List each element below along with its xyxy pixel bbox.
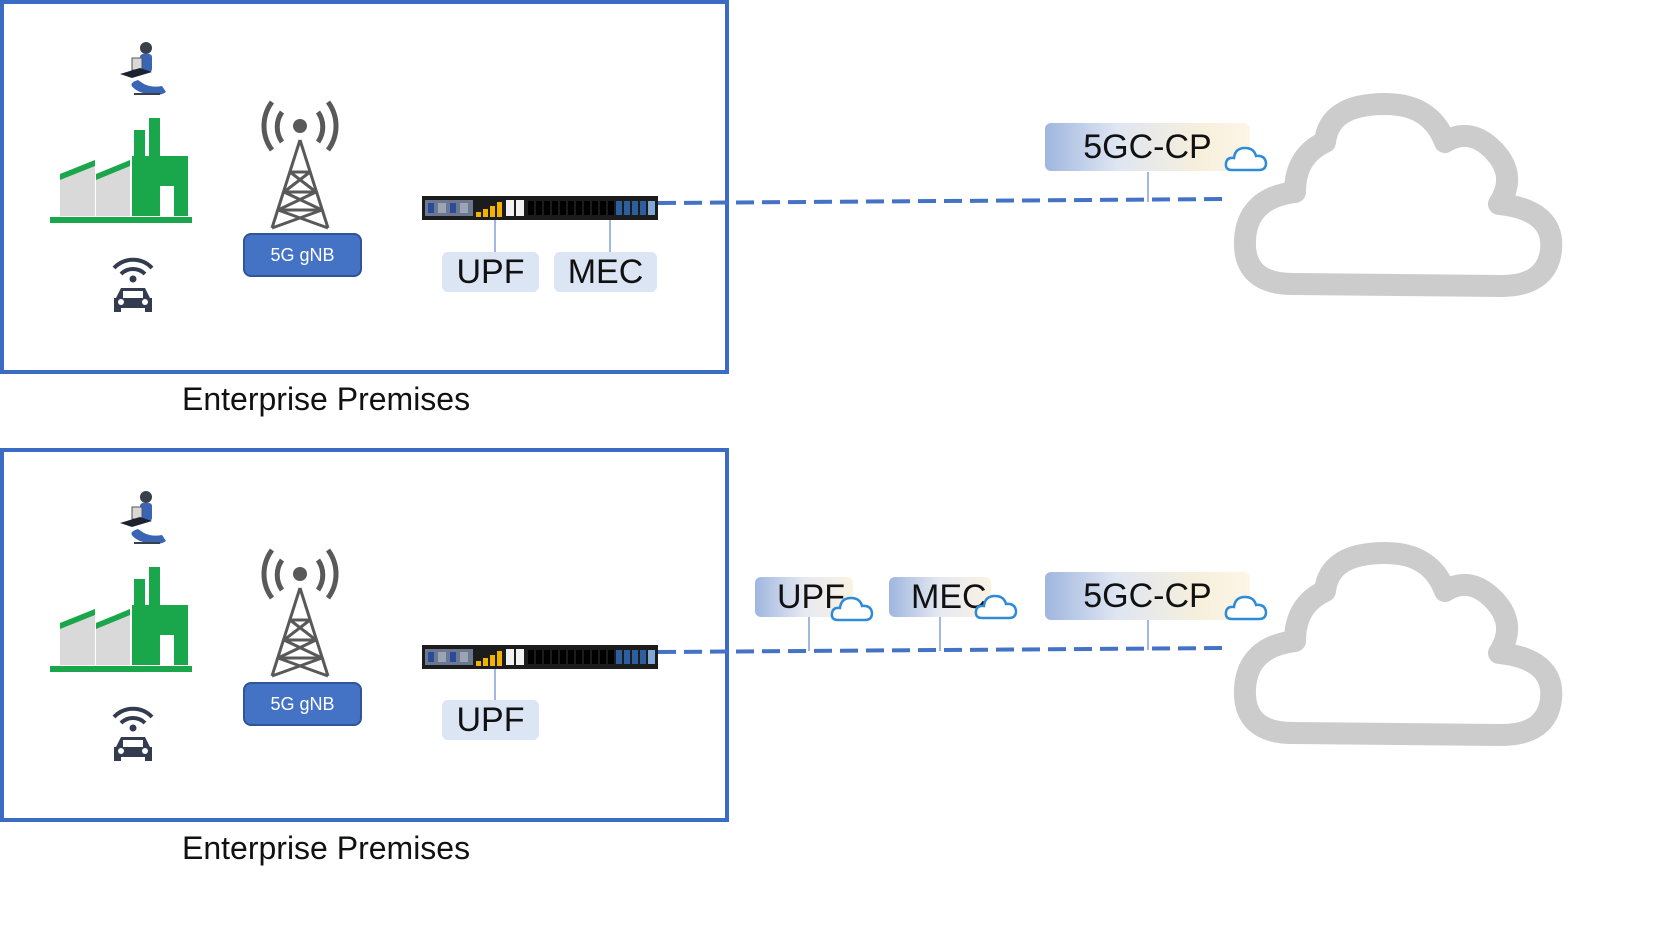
cloud-5gc-cp-label-1: 5GC-CP	[1083, 127, 1212, 166]
cloud-5gc-cp-2: 5GC-CP	[1045, 572, 1250, 620]
gnb-label-box-2: 5G gNB	[243, 682, 362, 726]
person-on-laptop-icon	[120, 491, 166, 544]
cloud-5gc-cp-label-2: 5GC-CP	[1083, 576, 1212, 615]
factory-icon	[50, 118, 192, 223]
cloud-icon	[1233, 542, 1563, 746]
premises-label-2: Enterprise Premises	[182, 830, 471, 866]
cloud-upf-2: UPF	[755, 577, 853, 617]
cloud-mec-label-2: MEC	[911, 577, 987, 616]
server-appliance-icon	[422, 645, 658, 669]
onprem-upf-2: UPF	[442, 700, 539, 740]
mini-cloud-icon	[1224, 595, 1268, 621]
connected-car-icon	[112, 706, 154, 761]
person-on-laptop-icon	[120, 42, 166, 95]
server-appliance-icon	[422, 196, 658, 220]
cloud-icon	[1233, 93, 1563, 297]
mini-cloud-icon	[830, 596, 874, 622]
cell-tower-icon	[261, 100, 339, 230]
onprem-upf-1: UPF	[442, 252, 539, 292]
gnb-label-box-1: 5G gNB	[243, 233, 362, 277]
onprem-mec-1: MEC	[554, 252, 657, 292]
cell-tower-icon	[261, 548, 339, 678]
premises-label-1: Enterprise Premises	[182, 381, 471, 417]
mini-cloud-icon	[1224, 146, 1268, 172]
mini-cloud-icon	[974, 594, 1018, 620]
factory-icon	[50, 567, 192, 672]
cloud-mec-2: MEC	[889, 577, 991, 617]
connected-car-icon	[112, 257, 154, 312]
cloud-5gc-cp-1: 5GC-CP	[1045, 123, 1250, 171]
